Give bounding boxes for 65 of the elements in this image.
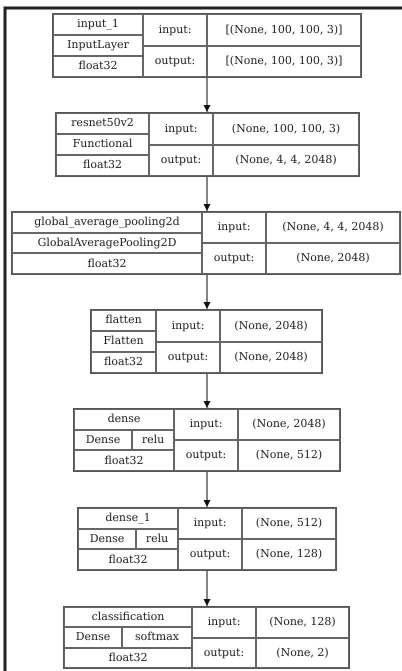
port-label: output: <box>192 638 256 668</box>
shape-value: (None, 4, 4, 2048) <box>213 144 359 176</box>
arrow <box>204 472 210 507</box>
layer-name: global_average_pooling2d <box>12 212 202 233</box>
port-label: input: <box>143 14 207 46</box>
shape-value: (None, 2) <box>256 638 349 668</box>
data-type: float32 <box>74 450 174 471</box>
layer-type: Dense <box>64 627 122 648</box>
data-type: float32 <box>64 648 192 668</box>
layer-type: Dense <box>78 528 136 550</box>
port-label: output: <box>174 440 238 471</box>
activation-name: softmax <box>122 627 192 648</box>
port-label: output: <box>143 46 207 77</box>
data-type: float32 <box>91 352 156 373</box>
data-type: float32 <box>53 56 143 77</box>
shape-value: (None, 2048) <box>220 310 322 342</box>
layer-type: Dense <box>74 430 132 450</box>
port-label: input: <box>192 607 256 638</box>
layer-name: classification <box>64 607 192 628</box>
arrow <box>204 571 210 606</box>
port-label: input: <box>202 212 266 243</box>
shape-value: (None, 128) <box>256 607 349 638</box>
shape-value: [(None, 100, 100, 3)] <box>207 14 361 46</box>
activation-name: relu <box>136 528 178 550</box>
port-label: output: <box>202 243 266 274</box>
layer-name: resnet50v2 <box>56 113 149 134</box>
layer-box <box>52 13 362 78</box>
arrow <box>204 177 210 211</box>
shape-value: (None, 100, 100, 3) <box>213 113 359 144</box>
layer-box <box>73 408 341 472</box>
port-label: input: <box>178 508 242 539</box>
arrow <box>204 374 210 408</box>
shape-value: (None, 128) <box>242 539 336 570</box>
shape-value: (None, 4, 4, 2048) <box>266 212 400 243</box>
arrow <box>204 275 210 309</box>
layer-type: InputLayer <box>53 35 143 56</box>
layer-box <box>55 112 360 177</box>
shape-value: (None, 512) <box>238 440 340 471</box>
port-label: output: <box>156 342 220 373</box>
layer-box <box>90 309 323 374</box>
data-type: float32 <box>78 549 178 570</box>
layer-box <box>11 211 401 275</box>
port-label: input: <box>174 409 238 440</box>
layer-name: dense_1 <box>78 508 178 529</box>
shape-value: (None, 2048) <box>266 243 400 274</box>
port-label: input: <box>149 113 213 144</box>
shape-value: (None, 2048) <box>238 409 340 440</box>
arrow <box>204 78 210 112</box>
shape-value: (None, 512) <box>242 508 336 539</box>
layer-type: GlobalAveragePooling2D <box>12 232 202 254</box>
layer-name: flatten <box>91 310 156 331</box>
layer-name: input_1 <box>53 14 143 35</box>
layer-name: dense <box>74 409 174 430</box>
data-type: float32 <box>12 253 202 274</box>
port-label: output: <box>149 144 213 176</box>
shape-value: [(None, 100, 100, 3)] <box>207 46 361 77</box>
shape-value: (None, 2048) <box>220 342 322 373</box>
data-type: float32 <box>56 155 149 176</box>
layer-box <box>63 606 350 669</box>
port-label: input: <box>156 310 220 342</box>
port-label: output: <box>178 539 242 570</box>
activation-name: relu <box>132 430 174 450</box>
layer-box <box>77 507 337 571</box>
layer-type: Flatten <box>91 331 156 352</box>
layer-type: Functional <box>56 134 149 155</box>
